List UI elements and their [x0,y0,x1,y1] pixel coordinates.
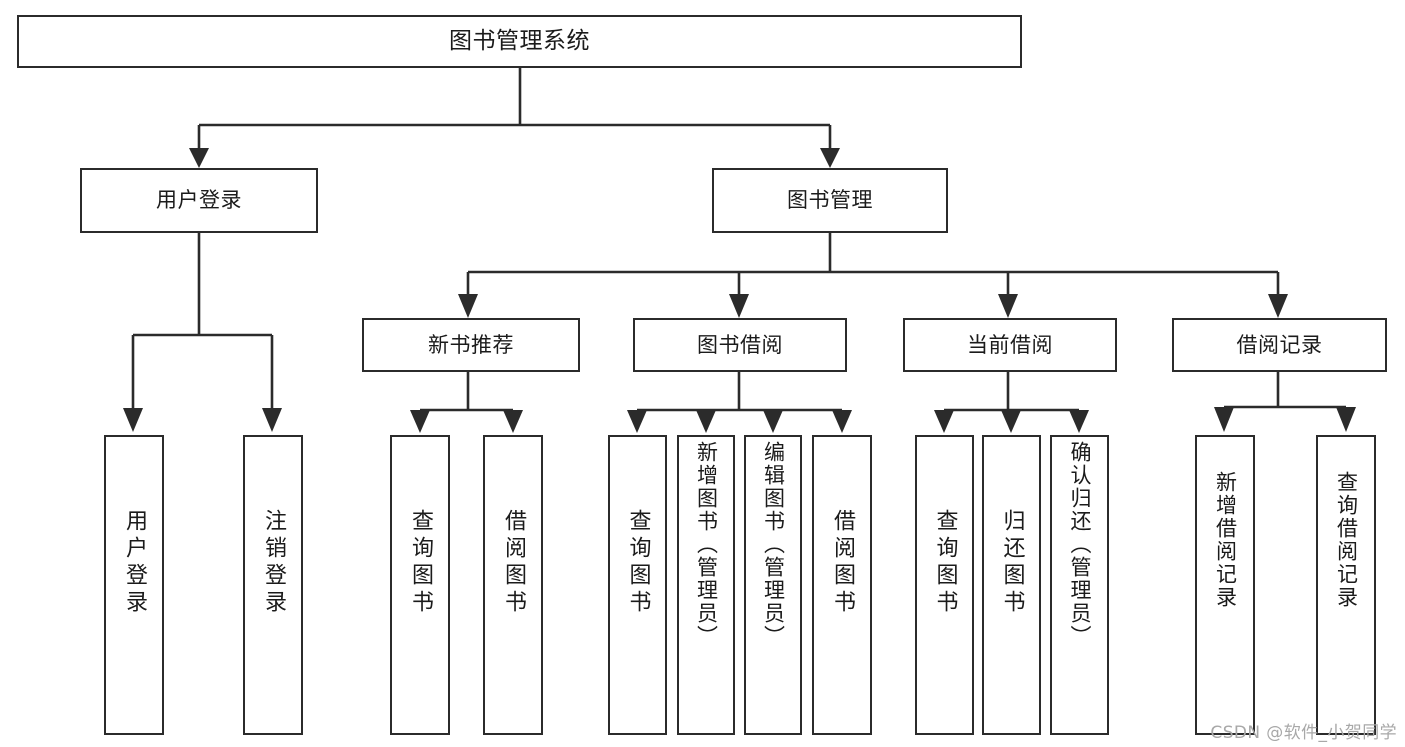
node-label: 注销登录 [261,509,286,617]
arrowhead-borrow-c2 [696,410,716,433]
arrowhead-newbook-c2 [503,410,523,433]
arrowhead-record-c1 [1214,407,1234,432]
node-label: 查询图书 [625,509,651,617]
node-new-book-recommendation[interactable]: 新书推荐 [362,318,580,372]
leaf-borrow-add-book-admin[interactable]: 新增图书（管理员） [677,435,735,735]
arrowhead-borrow-c1 [627,410,647,433]
node-label: 图书借阅 [697,332,783,357]
arrowhead-record-c2 [1336,407,1356,432]
arrowhead-userlogin [189,148,209,168]
leaf-record-add-borrow-record[interactable]: 新增借阅记录 [1195,435,1255,735]
node-label: 借阅图书 [830,509,855,617]
node-label: 编辑图书（管理员） [761,441,786,648]
leaf-current-query-books[interactable]: 查询图书 [915,435,974,735]
node-label: 归还图书 [999,509,1025,617]
leaf-new-book-borrow-books[interactable]: 借阅图书 [483,435,543,735]
node-book-borrowing[interactable]: 图书借阅 [633,318,847,372]
arrowhead-bookmgmt [820,148,840,168]
arrowhead-lvl3-4 [1268,294,1288,318]
node-user-login[interactable]: 用户登录 [80,168,318,233]
node-label: 查询图书 [932,509,958,617]
arrowhead-lvl3-2 [729,294,749,318]
node-label: 确认归还（管理员） [1068,441,1092,648]
arrowhead-current-c1 [934,410,954,433]
leaf-new-book-query-books[interactable]: 查询图书 [390,435,450,735]
node-book-management[interactable]: 图书管理 [712,168,948,233]
node-label: 查询借阅记录 [1334,471,1359,609]
arrowhead-borrow-c4 [832,410,852,433]
node-current-borrowing[interactable]: 当前借阅 [903,318,1117,372]
node-root-book-management-system[interactable]: 图书管理系统 [17,15,1022,68]
arrowhead-current-c2 [1001,410,1021,433]
arrowhead-userlogin-c1 [123,408,143,432]
node-label: 查询图书 [408,509,433,617]
node-label: 新书推荐 [428,332,514,357]
arrowhead-userlogin-c2 [262,408,282,432]
arrowhead-current-c3 [1069,410,1089,433]
node-label: 新增借阅记录 [1213,471,1238,609]
node-label: 用户登录 [156,188,242,213]
leaf-current-return-books[interactable]: 归还图书 [982,435,1041,735]
node-label: 借阅图书 [501,509,526,617]
node-label: 当前借阅 [967,332,1053,357]
node-label: 图书管理系统 [449,27,590,54]
leaf-user-login-login[interactable]: 用户登录 [104,435,164,735]
leaf-user-login-logout[interactable]: 注销登录 [243,435,303,735]
leaf-record-query-borrow-record[interactable]: 查询借阅记录 [1316,435,1376,735]
node-label: 借阅记录 [1236,332,1323,357]
node-borrowing-records[interactable]: 借阅记录 [1172,318,1387,372]
csdn-watermark: CSDN @软件_小贺同学 [1210,723,1397,743]
arrowhead-newbook-c1 [410,410,430,433]
arrowhead-lvl3-3 [998,294,1018,318]
node-label: 用户登录 [122,509,147,617]
arrowhead-borrow-c3 [763,410,783,433]
leaf-borrow-query-books[interactable]: 查询图书 [608,435,667,735]
leaf-borrow-borrow-books[interactable]: 借阅图书 [812,435,872,735]
node-label: 新增图书（管理员） [694,441,719,648]
leaf-current-confirm-return-admin[interactable]: 确认归还（管理员） [1050,435,1109,735]
node-label: 图书管理 [787,188,873,213]
arrowhead-lvl3-1 [458,294,478,318]
leaf-borrow-edit-book-admin[interactable]: 编辑图书（管理员） [744,435,802,735]
